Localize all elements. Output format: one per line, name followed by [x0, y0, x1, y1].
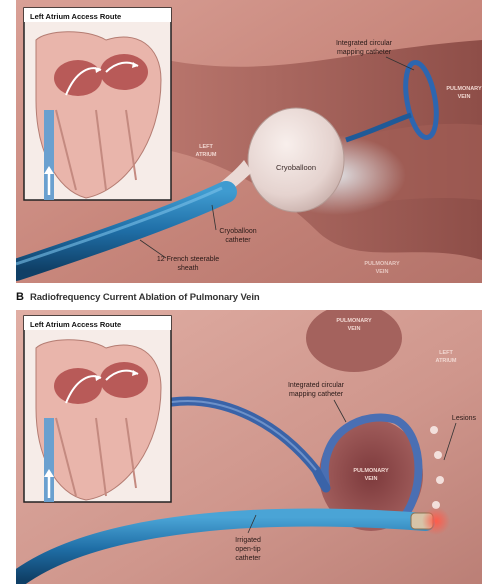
label-mapping-catheter-b-1: Integrated circular — [288, 382, 345, 389]
label-cryoballoon-catheter-2: catheter — [225, 237, 251, 244]
cryoballoon-shape — [248, 108, 344, 212]
label-pulmonary-vein-a-bottom-2: VEIN — [376, 269, 389, 275]
label-sheath-1: 12 French steerable — [157, 256, 219, 263]
panel-b-heading: B Radiofrequency Current Ablation of Pul… — [16, 289, 260, 305]
label-mapping-catheter-b-2: mapping catheter — [289, 391, 344, 398]
label-pulmonary-vein-a-top-2: VEIN — [458, 94, 471, 100]
label-sheath-2: sheath — [177, 265, 198, 272]
inset-left-atrium-a — [54, 60, 102, 96]
label-irrigated-1: Irrigated — [235, 537, 261, 544]
label-left-atrium-b-1: LEFT — [439, 350, 453, 356]
label-mapping-catheter-a-2: mapping catheter — [337, 49, 392, 56]
label-left-atrium-b-2: ATRIUM — [436, 358, 457, 364]
label-lesions: Lesions — [452, 415, 477, 422]
inset-title-a: Left Atrium Access Route — [30, 12, 121, 21]
label-pulmonary-vein-b-top-2: VEIN — [348, 326, 361, 332]
label-pulmonary-vein-b-center-1: PULMONARY — [353, 468, 389, 474]
label-mapping-catheter-a-1: Integrated circular — [336, 40, 393, 47]
inset-heart-diagram-a — [24, 8, 171, 200]
inset-title-b: Left Atrium Access Route — [30, 320, 121, 329]
label-pulmonary-vein-b-top-1: PULMONARY — [336, 318, 372, 324]
panel-b-title: Radiofrequency Current Ablation of Pulmo… — [30, 292, 260, 303]
label-irrigated-2: open-tip — [235, 546, 260, 553]
label-pulmonary-vein-a-top-1: PULMONARY — [446, 86, 482, 92]
label-cryoballoon-catheter-1: Cryoballoon — [219, 228, 256, 235]
panel-a-cryoballoon-illustration: Left Atrium Access Route Integrated circ… — [16, 0, 482, 283]
label-left-atrium-a-1: LEFT — [199, 144, 213, 150]
label-irrigated-3: catheter — [235, 555, 261, 562]
inset-heart-diagram-b — [24, 316, 171, 502]
label-pulmonary-vein-b-center-2: VEIN — [365, 476, 378, 482]
ablation-glow — [422, 507, 450, 535]
label-pulmonary-vein-a-bottom-1: PULMONARY — [364, 261, 400, 267]
label-cryoballoon: Cryoballoon — [276, 163, 316, 172]
lesion-dot — [430, 426, 438, 434]
panel-a-svg: Left Atrium Access Route Integrated circ… — [16, 0, 482, 283]
label-left-atrium-a-2: ATRIUM — [196, 152, 217, 158]
lesion-dot — [436, 476, 444, 484]
lesion-dot — [434, 451, 442, 459]
panel-b-svg: Left Atrium Access Route PULMONARY VEIN … — [16, 310, 482, 584]
inset-left-atrium-b — [54, 368, 102, 404]
panel-b-letter: B — [16, 291, 24, 303]
panel-b-radiofrequency-illustration: Left Atrium Access Route PULMONARY VEIN … — [16, 310, 482, 584]
